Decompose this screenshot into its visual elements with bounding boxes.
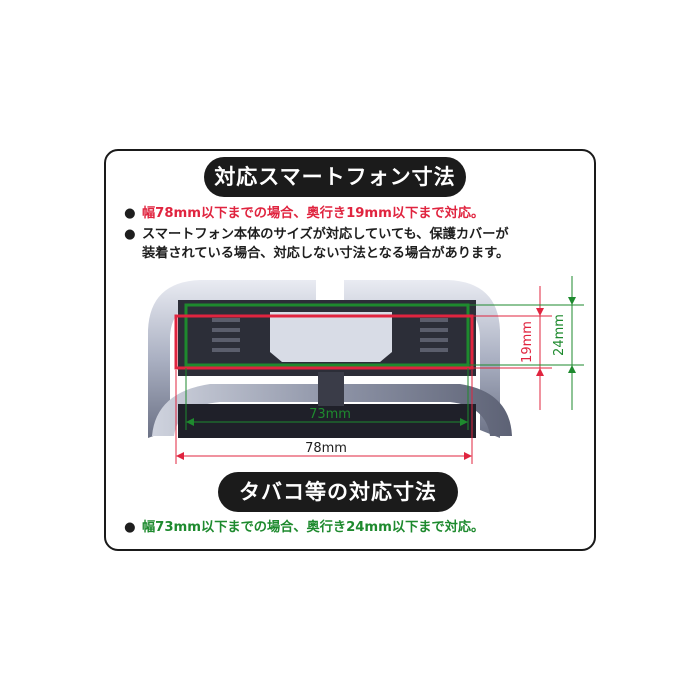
bullet-icon: ● — [124, 227, 136, 242]
bullet-icon: ● — [124, 520, 136, 535]
smartphone-note-3: 装着されている場合、対応しない寸法となる場合があります。 — [142, 246, 510, 261]
smartphone-note-1: ●幅78mm以下までの場合、奥行き19mm以下まで対応。 — [124, 206, 485, 221]
label-19mm: 19mm — [520, 321, 535, 363]
label-73mm: 73mm — [309, 407, 351, 422]
tobacco-dimensions-title: タバコ等の対応寸法 — [218, 472, 458, 512]
dimension-19mm — [472, 286, 552, 410]
tobacco-note: ●幅73mm以下までの場合、奥行き24mm以下まで対応。 — [124, 520, 485, 535]
holder-body — [178, 300, 476, 438]
smartphone-note-2: ●スマートフォン本体のサイズが対応していても、保護カバーが — [124, 227, 509, 242]
smartphone-dimensions-title: 対応スマートフォン寸法 — [204, 157, 466, 197]
dimension-78mm — [175, 370, 473, 464]
smartphone-outline — [174, 314, 474, 370]
dimension-24mm — [468, 276, 584, 410]
holder-rim — [148, 280, 512, 438]
bullet-icon: ● — [124, 206, 136, 221]
tobacco-outline — [184, 303, 470, 367]
label-78mm: 78mm — [305, 441, 347, 456]
dimension-73mm — [185, 368, 469, 430]
label-24mm: 24mm — [552, 314, 567, 356]
